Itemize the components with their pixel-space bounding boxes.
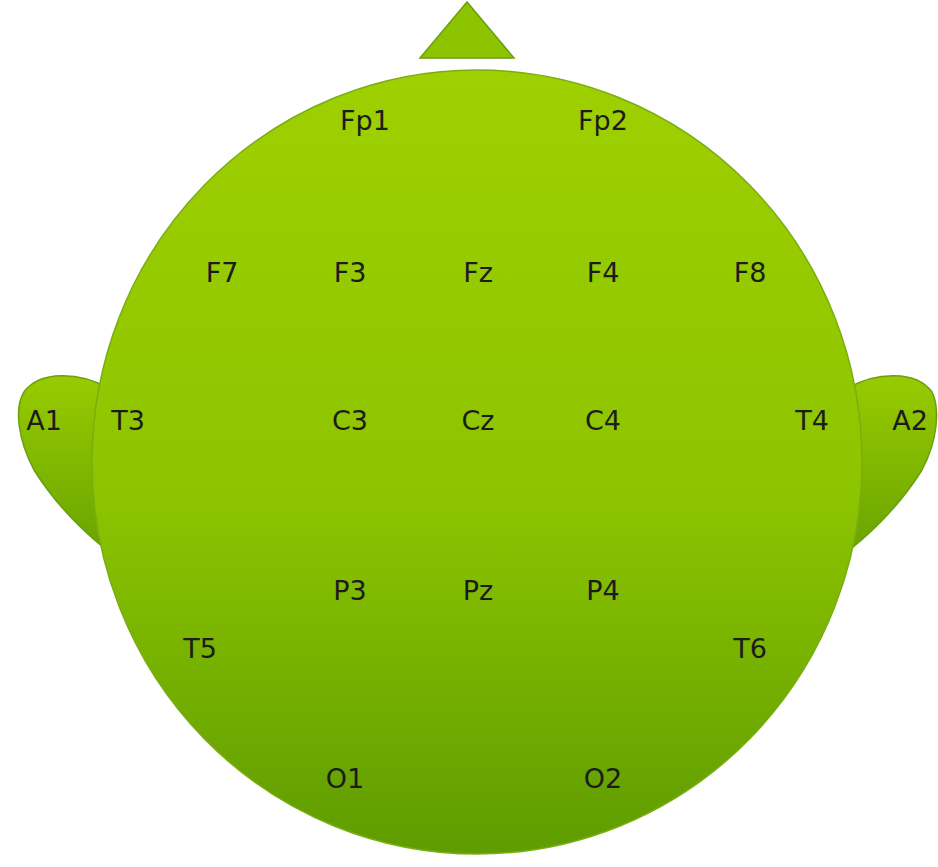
electrode-label: F7 — [206, 259, 239, 286]
electrode-label: O2 — [584, 765, 622, 792]
electrode-label: Fp2 — [578, 107, 628, 134]
nose — [420, 2, 514, 58]
electrode-label: O1 — [326, 765, 364, 792]
electrode-label: P4 — [586, 577, 619, 604]
electrode-label: F3 — [334, 259, 367, 286]
electrode-label: A1 — [26, 407, 62, 434]
head-outline — [92, 70, 862, 854]
electrode-label: T5 — [183, 635, 217, 662]
electrode-label: A2 — [892, 407, 928, 434]
electrode-label: Fp1 — [340, 107, 390, 134]
electrode-label: F8 — [734, 259, 767, 286]
electrode-label: Cz — [461, 407, 494, 434]
electrode-label: Pz — [463, 577, 493, 604]
electrode-label: T3 — [111, 407, 145, 434]
electrode-label: F4 — [587, 259, 620, 286]
electrode-label: P3 — [333, 577, 366, 604]
electrode-label: C4 — [585, 407, 621, 434]
electrode-label: C3 — [332, 407, 368, 434]
electrode-label: Fz — [463, 259, 493, 286]
electrode-label: T6 — [733, 635, 767, 662]
electrode-label: T4 — [795, 407, 829, 434]
